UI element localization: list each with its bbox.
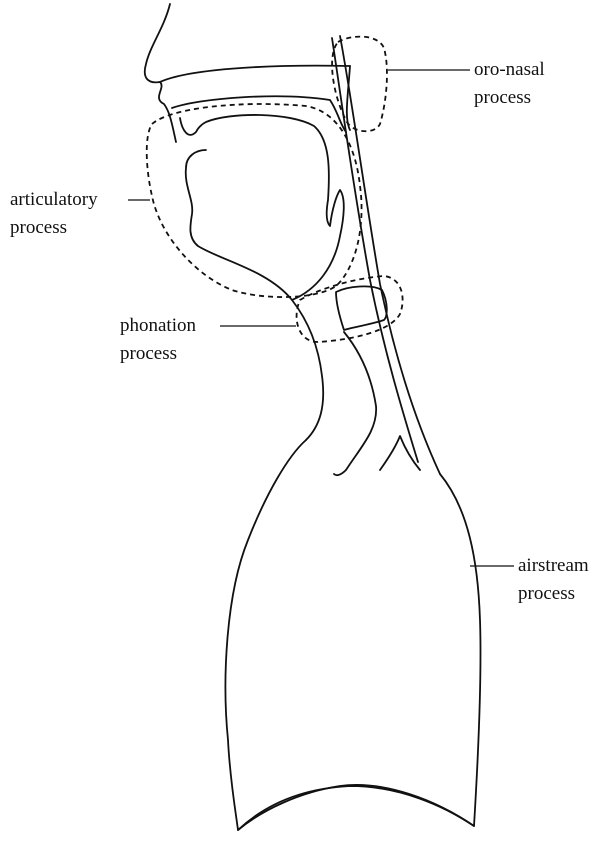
oro-nasal-label-line2: process — [474, 84, 545, 112]
face-profile-outline — [145, 4, 176, 142]
hard-palate-outline — [160, 66, 350, 82]
oro-nasal-label-line1: oro-nasal — [474, 56, 545, 84]
phonation-label-line2: process — [120, 340, 196, 368]
airstream-label-line2: process — [518, 580, 589, 608]
bronchi-split — [380, 436, 420, 470]
phonation-label-line1: phonation — [120, 312, 196, 340]
larynx-front-outline — [334, 332, 376, 475]
torso-outline — [225, 440, 480, 830]
airstream-label-line1: airstream — [518, 552, 589, 580]
trachea-back-wall — [340, 36, 440, 474]
oro-nasal-region — [332, 37, 387, 132]
articulatory-region — [147, 104, 362, 297]
airstream-label: airstream process — [518, 552, 589, 608]
articulatory-label-line2: process — [10, 214, 98, 242]
tongue-and-jaw-outline — [180, 115, 344, 440]
lower-jaw-outline — [186, 150, 292, 300]
articulatory-label-line1: articulatory — [10, 186, 98, 214]
articulatory-label: articulatory process — [10, 186, 98, 242]
oro-nasal-label: oro-nasal process — [474, 56, 545, 112]
phonation-label: phonation process — [120, 312, 196, 368]
